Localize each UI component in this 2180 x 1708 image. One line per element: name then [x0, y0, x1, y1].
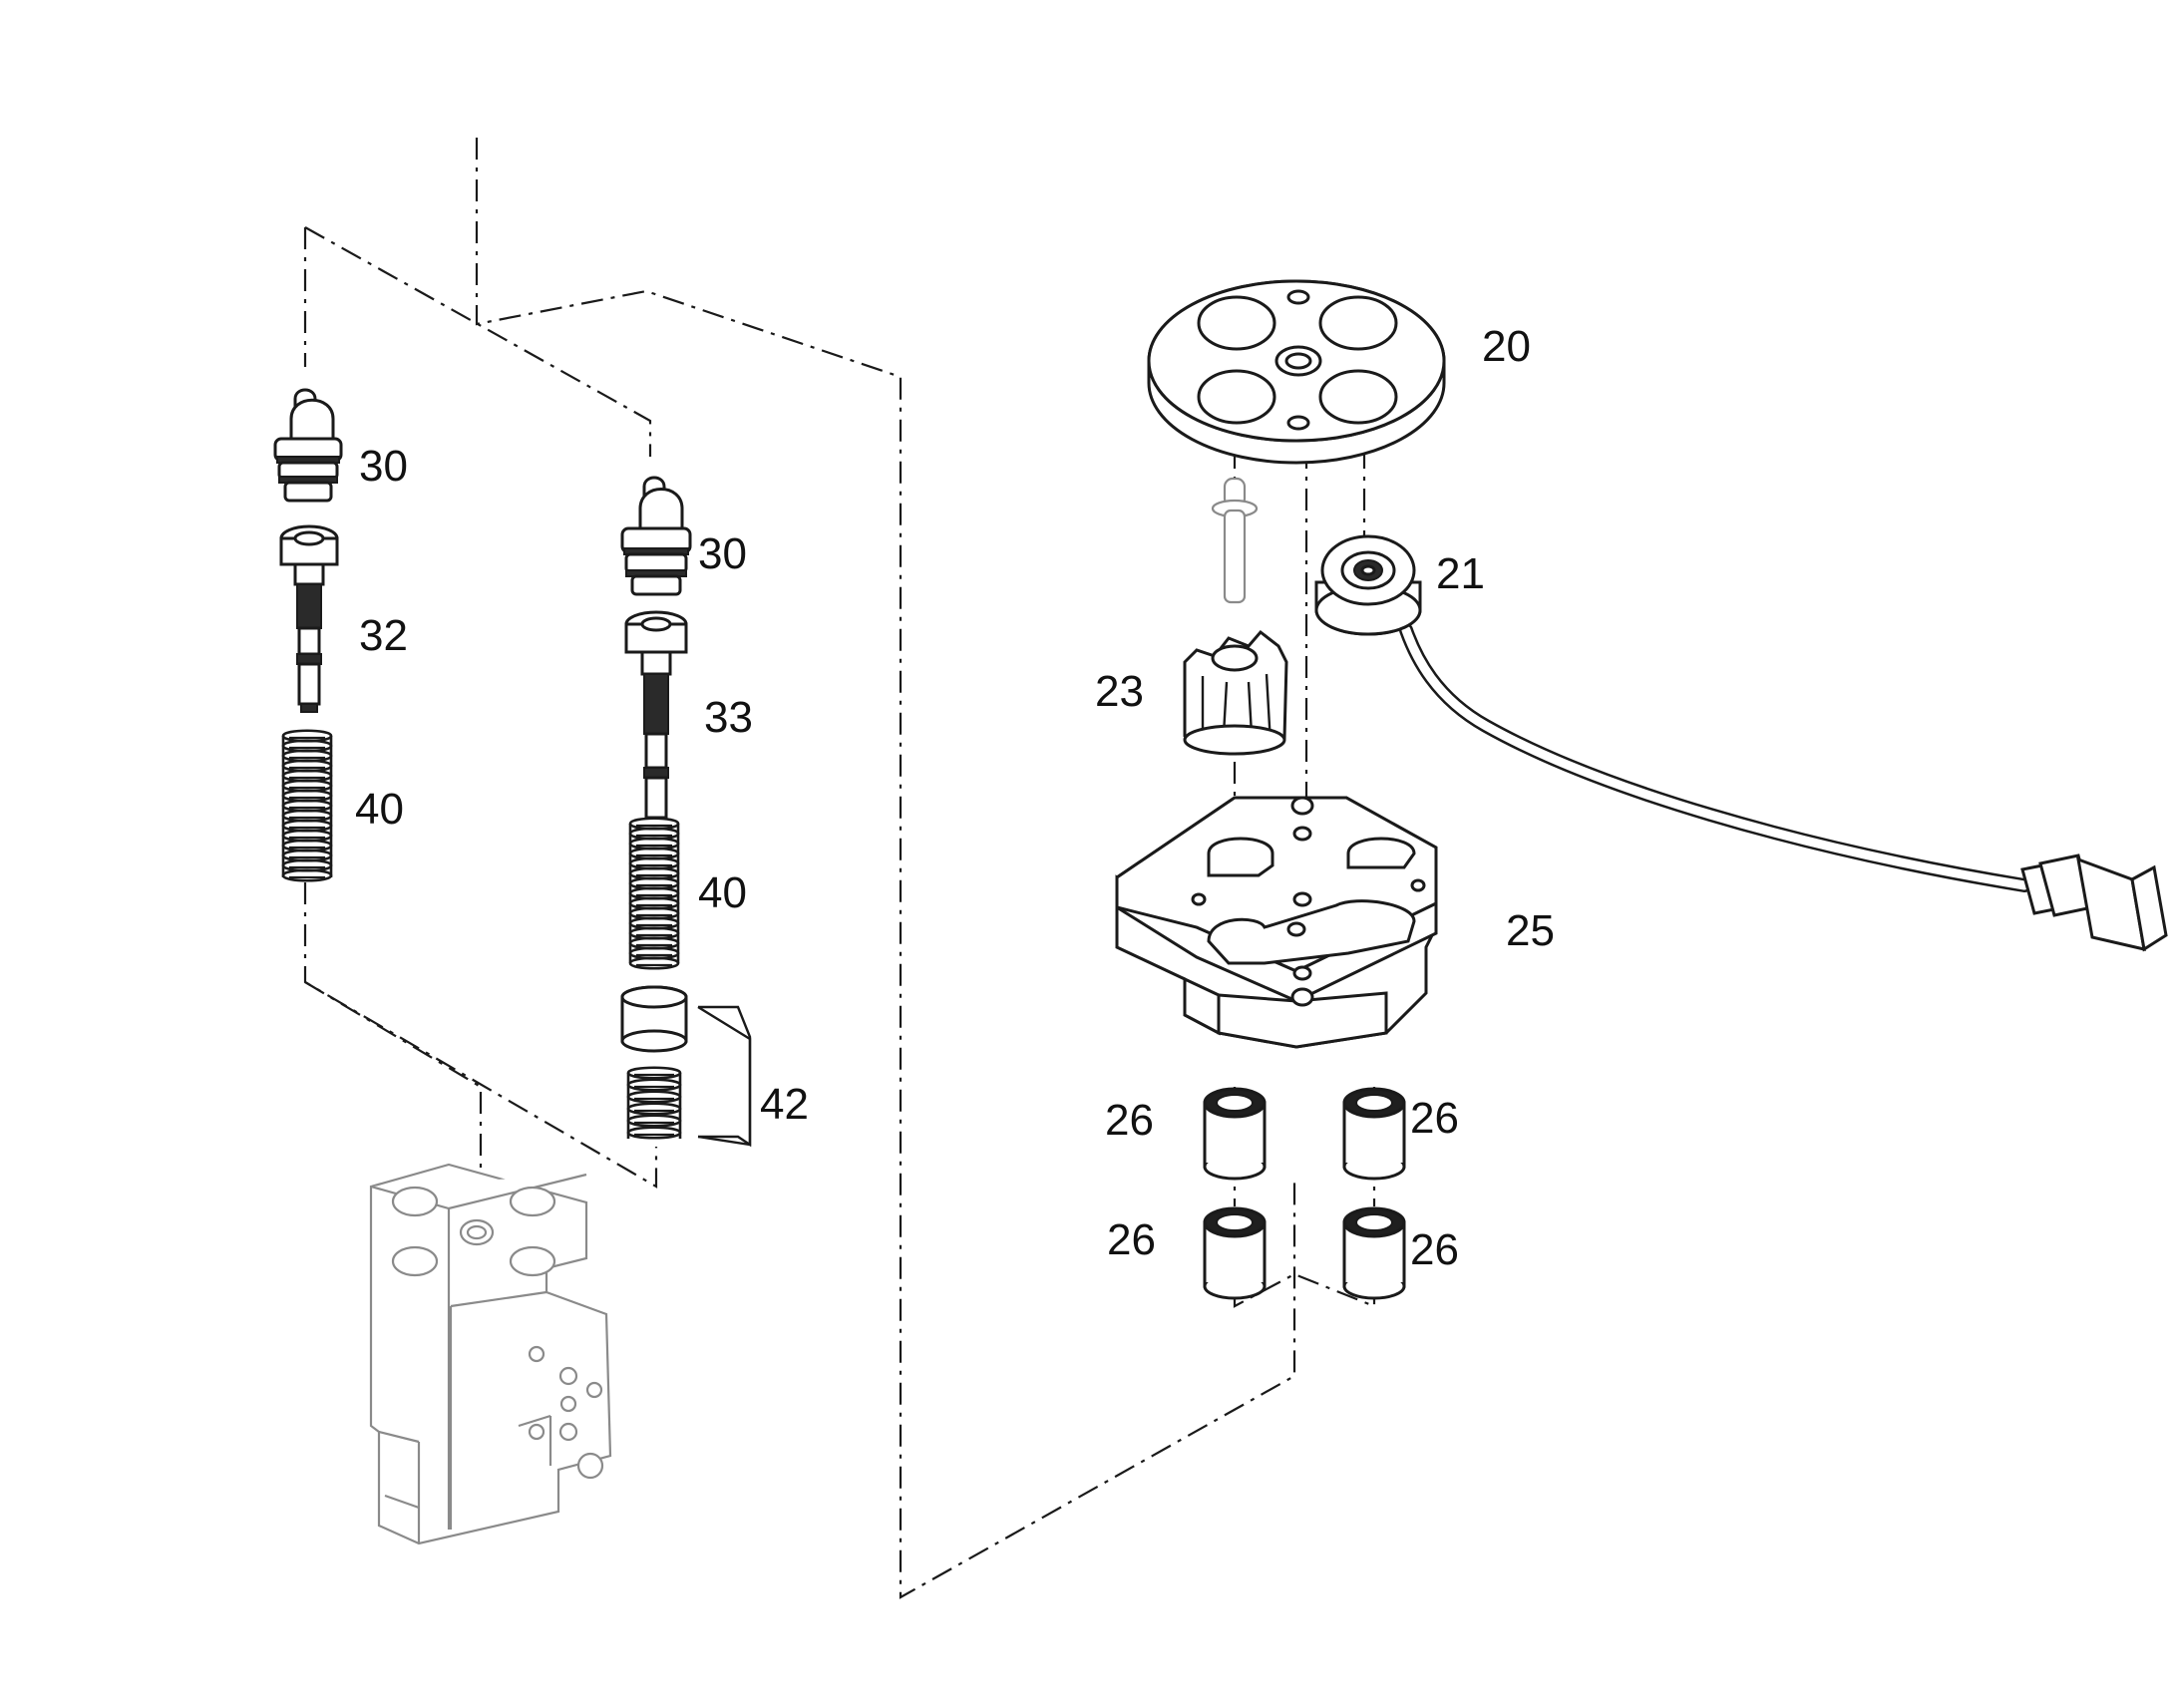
callout-26-top-right: 26: [1410, 1094, 1459, 1143]
callout-30-right: 30: [698, 529, 747, 578]
callout-40-right: 40: [698, 868, 747, 917]
callout-42: 42: [760, 1080, 809, 1129]
callout-33: 33: [704, 693, 753, 742]
callout-26-bottom-left: 26: [1107, 1215, 1156, 1264]
valve-spool-33: [624, 610, 688, 827]
speed-sensor-21: [1314, 534, 2168, 952]
spacer-sleeve-42: [620, 985, 688, 1053]
valve-spool-32: [279, 524, 339, 713]
callout-26-bottom-right: 26: [1410, 1225, 1459, 1274]
roller-26-top-left: [1203, 1087, 1267, 1181]
callout-20: 20: [1482, 322, 1531, 371]
spring-40-right: [628, 817, 680, 970]
bracket-42: [698, 1005, 752, 1148]
roller-26-bottom-right: [1342, 1206, 1406, 1300]
spring-40-left: [281, 729, 333, 882]
valve-housing: [369, 1163, 612, 1545]
callout-25: 25: [1506, 906, 1555, 955]
valve-cartridge-30-right: [620, 476, 692, 596]
callout-32: 32: [359, 611, 408, 660]
short-spring-42: [626, 1066, 682, 1143]
callout-26-top-left: 26: [1105, 1096, 1154, 1145]
valve-cartridge-30-left: [273, 388, 343, 503]
rotor-housing-25: [1115, 796, 1438, 1049]
roller-26-top-right: [1342, 1087, 1406, 1181]
callout-30-left: 30: [359, 442, 408, 491]
roller-26-bottom-left: [1203, 1206, 1267, 1300]
rotor-23: [1183, 629, 1288, 756]
callout-23: 23: [1095, 667, 1144, 716]
callout-40-left: 40: [355, 785, 404, 834]
pin: [1211, 477, 1259, 604]
callout-21: 21: [1436, 549, 1485, 598]
distribution-plate-20: [1147, 279, 1446, 465]
